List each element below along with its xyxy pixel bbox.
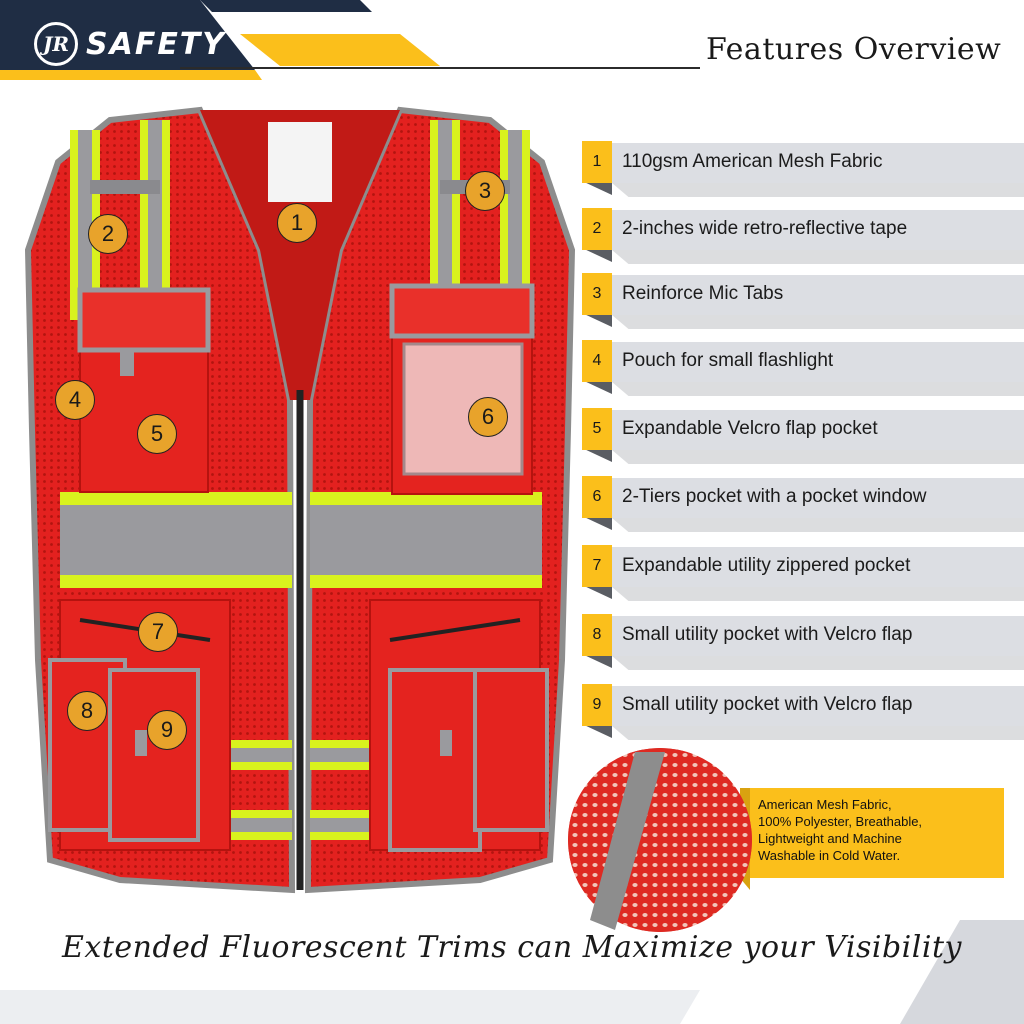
feature-number: 5 [582,408,612,450]
feature-item-8: 8 Small utility pocket with Velcro flap [582,614,1024,670]
feature-label: Expandable Velcro flap pocket [622,418,878,439]
feature-label: Reinforce Mic Tabs [622,283,784,304]
marker-6: 6 [468,397,508,437]
tagline: Extended Fluorescent Trims can Maximize … [62,930,962,965]
mesh-description: American Mesh Fabric, 100% Polyester, Br… [758,796,998,864]
feature-label: Small utility pocket with Velcro flap [622,624,913,645]
marker-4: 4 [55,380,95,420]
title-divider [180,67,700,69]
safety-vest-image [24,106,576,894]
marker-2: 2 [88,214,128,254]
feature-label: Small utility pocket with Velcro flap [622,694,913,715]
marker-9: 9 [147,710,187,750]
feature-number: 3 [582,273,612,315]
marker-8: 8 [67,691,107,731]
footer-decoration [0,920,1024,1024]
mesh-line: Lightweight and Machine [758,831,902,846]
feature-label: 2-Tiers pocket with a pocket window [622,486,927,507]
feature-item-3: 3 Reinforce Mic Tabs [582,273,1024,329]
feature-item-7: 7 Expandable utility zippered pocket [582,545,1024,601]
feature-number: 4 [582,340,612,382]
brand-name: SAFETY [86,26,226,62]
feature-number: 9 [582,684,612,726]
feature-label: 110gsm American Mesh Fabric [622,151,883,172]
feature-label: Expandable utility zippered pocket [622,555,911,576]
feature-item-5: 5 Expandable Velcro flap pocket [582,408,1024,464]
feature-item-4: 4 Pouch for small flashlight [582,340,1024,396]
feature-item-6: 6 2-Tiers pocket with a pocket window [582,476,1024,532]
feature-item-1: 1 110gsm American Mesh Fabric [582,141,1024,197]
mesh-closeup [568,748,1004,932]
feature-number: 6 [582,476,612,518]
marker-5: 5 [137,414,177,454]
feature-item-9: 9 Small utility pocket with Velcro flap [582,684,1024,740]
mesh-line: American Mesh Fabric, [758,797,892,812]
brand-logo: JR SAFETY [34,22,226,66]
feature-item-2: 2 2-inches wide retro-reflective tape [582,208,1024,264]
mesh-line: Washable in Cold Water. [758,848,901,863]
marker-3: 3 [465,171,505,211]
feature-label: 2-inches wide retro-reflective tape [622,218,908,239]
feature-number: 2 [582,208,612,250]
brand-mark-icon: JR [34,22,78,66]
marker-1: 1 [277,203,317,243]
feature-number: 1 [582,141,612,183]
feature-number: 7 [582,545,612,587]
marker-7: 7 [138,612,178,652]
feature-number: 8 [582,614,612,656]
mesh-line: 100% Polyester, Breathable, [758,814,923,829]
page-title: Features Overview [706,32,1002,67]
feature-label: Pouch for small flashlight [622,350,834,371]
